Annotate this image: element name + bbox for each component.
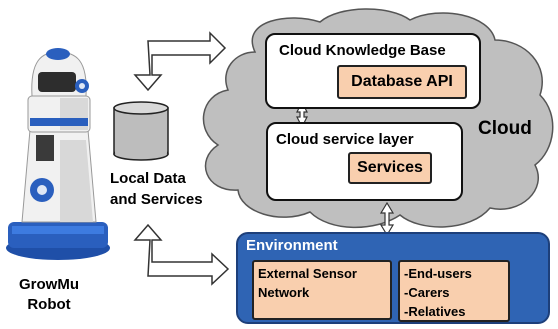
services-box: Services xyxy=(348,152,432,184)
robot-label-line2: Robot xyxy=(27,296,71,313)
knowledge-base-title: Cloud Knowledge Base xyxy=(279,42,446,59)
local-data-label: Local Data and Services xyxy=(110,168,203,210)
environment-panel: Environment External Sensor Network -End… xyxy=(236,232,550,324)
user-type-relatives: -Relatives xyxy=(404,304,466,319)
environment-title: Environment xyxy=(246,237,338,254)
robot-icon xyxy=(6,48,110,260)
cloud-label: Cloud xyxy=(478,118,532,139)
local-data-label-line1: Local Data xyxy=(110,170,186,187)
local-data-label-line2: and Services xyxy=(110,191,203,208)
cloud-knowledge-base-box: Cloud Knowledge Base Database API xyxy=(265,33,481,109)
users-box: -End-users -Carers -Relatives xyxy=(398,260,510,322)
robot-label-line1: GrowMu xyxy=(19,276,79,293)
user-type-carers: -Carers xyxy=(404,285,450,300)
arrow-bottom-bidirectional xyxy=(133,223,230,286)
database-api-box: Database API xyxy=(337,65,467,99)
database-cylinder-icon xyxy=(113,101,169,161)
sensor-line2: Network xyxy=(258,285,310,300)
arrow-service-environment xyxy=(379,201,395,237)
external-sensor-network-box: External Sensor Network xyxy=(252,260,392,320)
cloud-service-layer-box: Cloud service layer Services xyxy=(266,122,463,201)
arrow-top-bidirectional xyxy=(133,31,227,92)
service-layer-title: Cloud service layer xyxy=(276,131,414,148)
robot-label: GrowMu Robot xyxy=(14,275,84,315)
sensor-line1: External Sensor xyxy=(258,266,357,281)
user-type-end-users: -End-users xyxy=(404,266,472,281)
